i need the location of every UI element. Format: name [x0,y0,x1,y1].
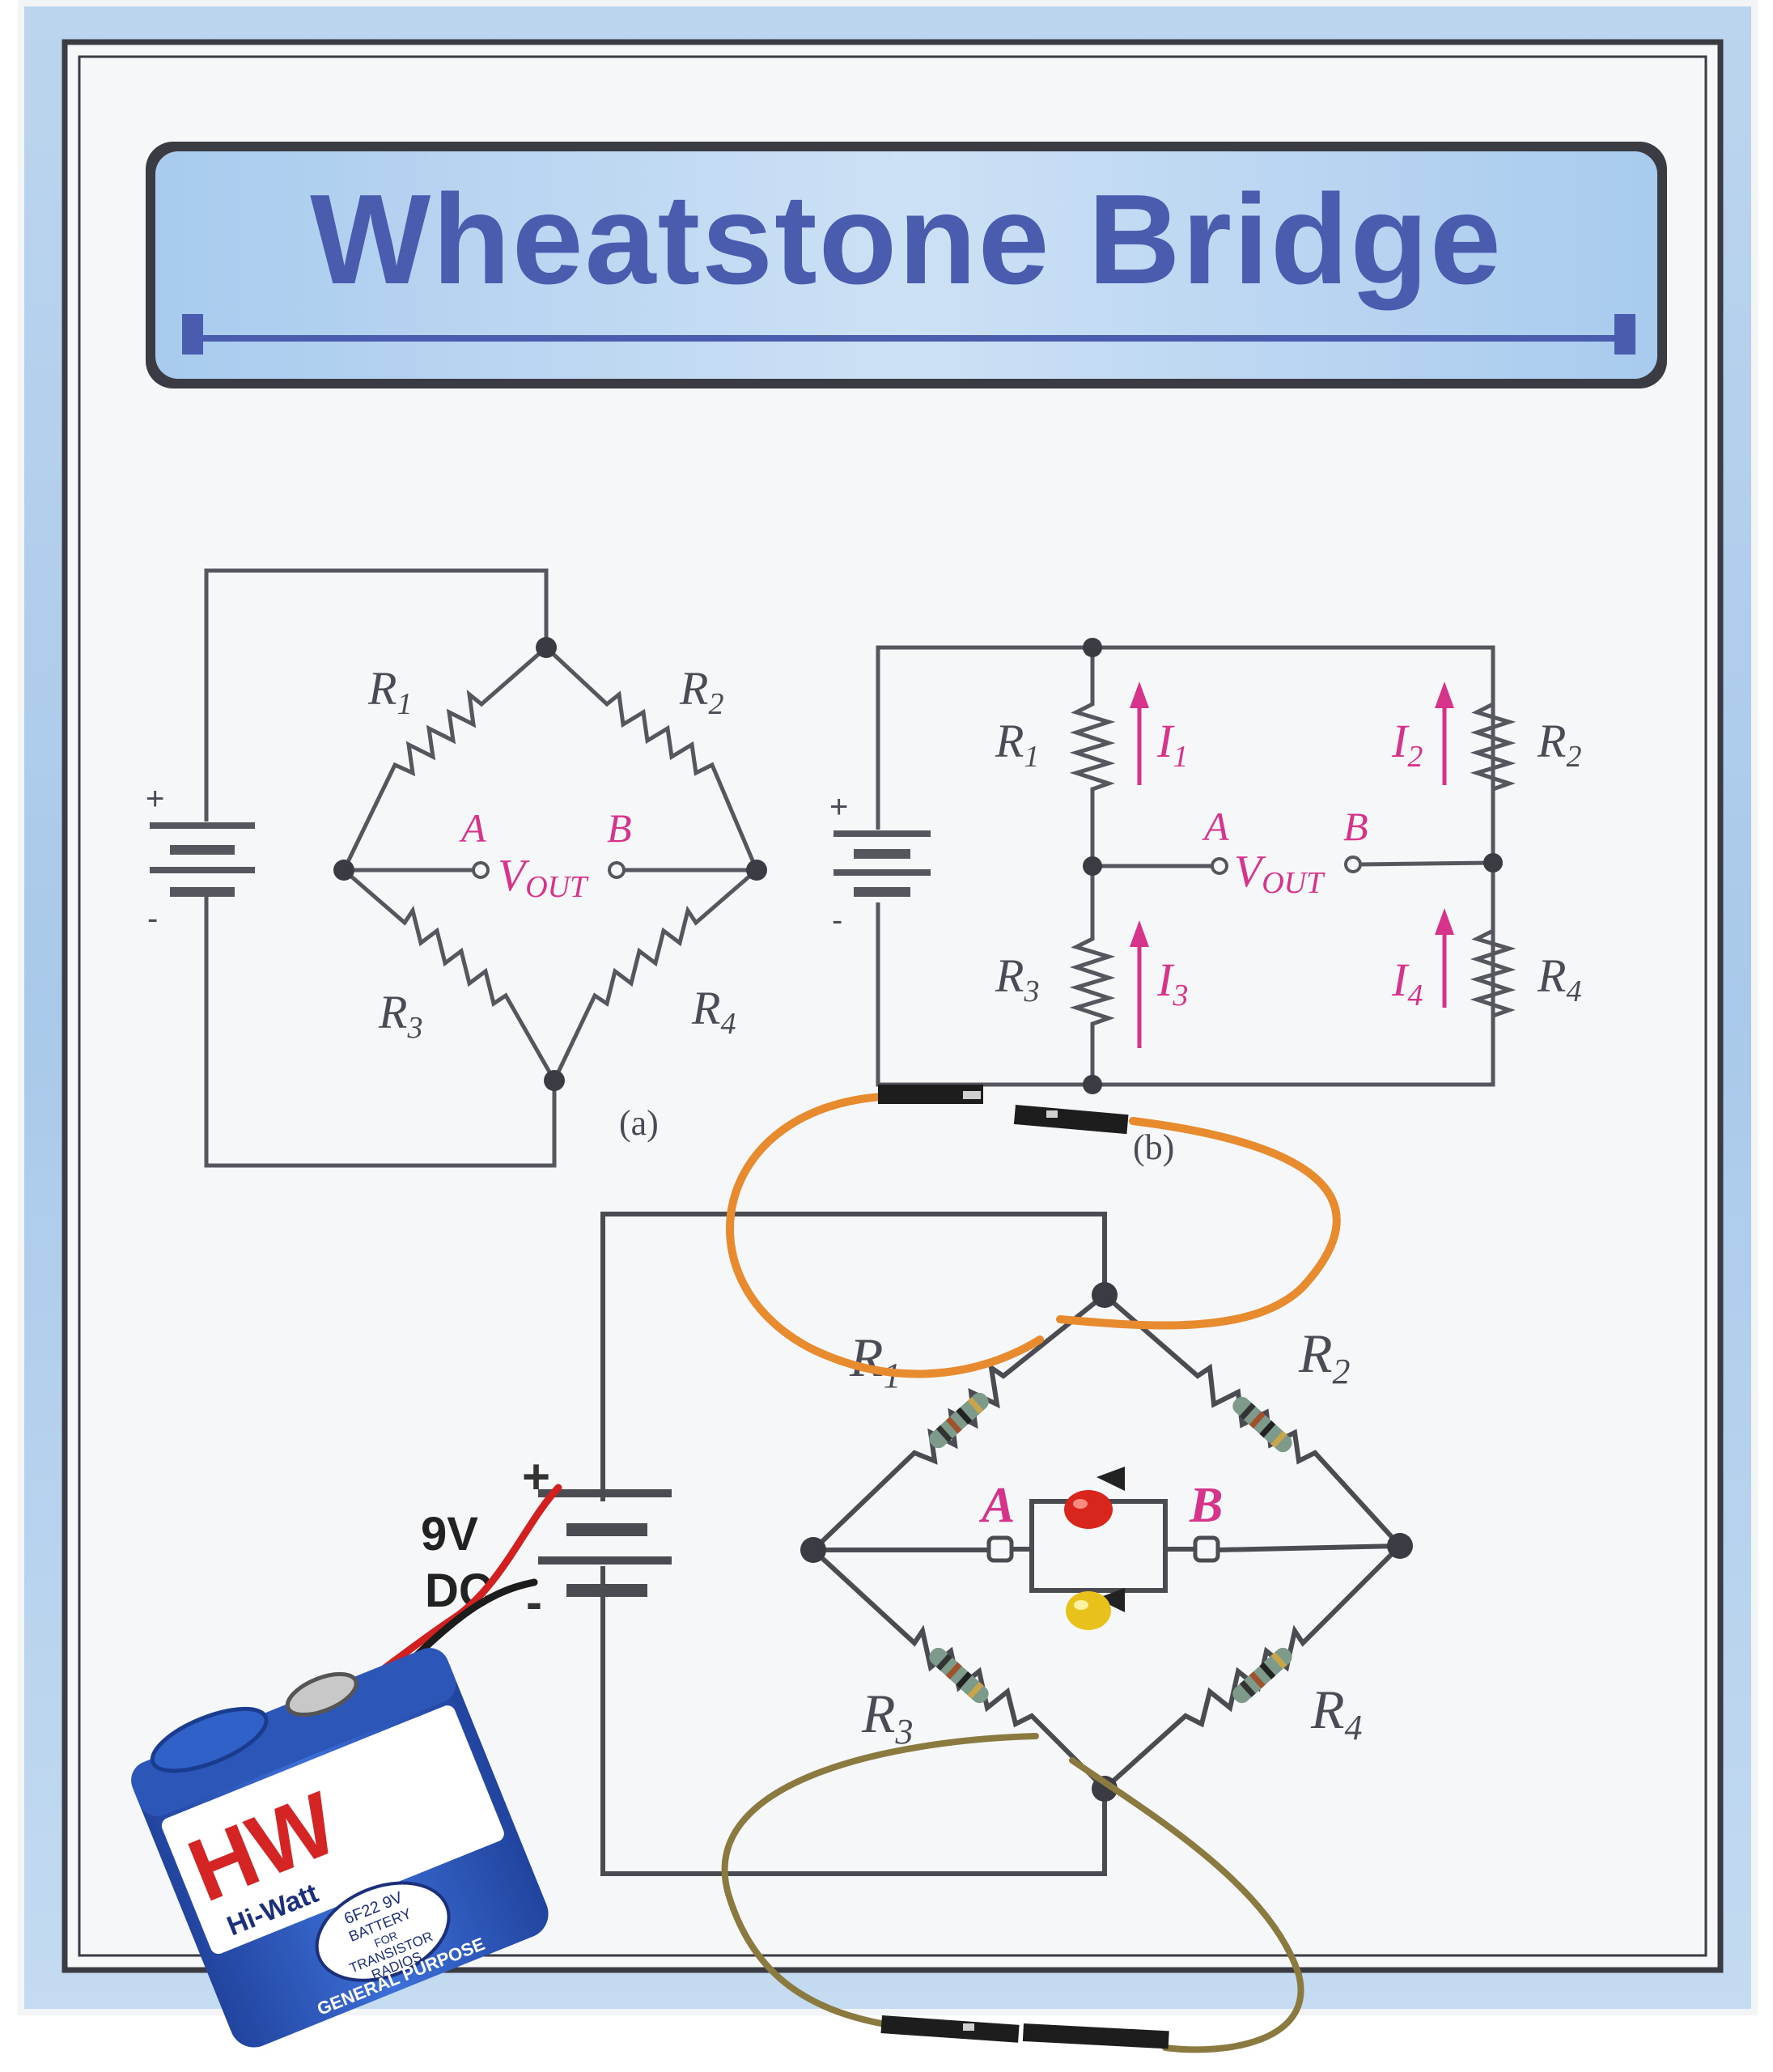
r2-label-model: R [1298,1323,1333,1384]
i4-label: I [1391,953,1410,1006]
node-a-label-model: A [978,1478,1015,1533]
r4-label-b: R [1537,949,1566,1002]
model-nodes [800,1282,1413,1802]
r4-label-model: R [1310,1679,1345,1740]
i3-label: I [1156,953,1175,1006]
caption-a: (a) [619,1103,659,1143]
diagram-b-nodes [1083,638,1503,1094]
resistor-r3-b [1069,866,1116,1085]
resistor-r2-a [545,646,759,871]
svg-text:R2: R2 [679,662,723,721]
svg-text:R2: R2 [1537,715,1581,774]
poster-title: Wheatstone Bridge [310,168,1503,311]
svg-text:I3: I3 [1156,953,1188,1013]
orange-jumper-wire [726,1085,1341,1378]
model-labels: + - 9V DC R1 R2 R3 R4 A B [421,1323,1363,1751]
svg-text:R4: R4 [1310,1679,1363,1747]
svg-text:VOUT: VOUT [498,851,589,904]
caption-b: (b) [1133,1127,1174,1167]
resistor-r2-b [1470,648,1516,862]
diagram-b-labels: + - R1 R2 R3 R4 I1 I2 I3 I4 A B VOUT (b) [829,715,1581,1167]
svg-text:R3: R3 [378,986,422,1045]
svg-text:I2: I2 [1391,715,1423,774]
resistor-r4-a [552,868,758,1082]
yellow-led [1066,1591,1111,1630]
svg-text:R4: R4 [691,982,736,1041]
voltage-label-9v: 9V [421,1508,478,1560]
svg-text:R3: R3 [861,1683,914,1751]
model-plus: + [522,1450,550,1504]
svg-text:R1: R1 [995,715,1039,774]
node-b-label-model: B [1189,1478,1223,1533]
r1-label-model: R [849,1327,884,1388]
model-minus: - [526,1575,542,1629]
diagram-a-minus: - [147,901,158,936]
svg-text:R2: R2 [1298,1323,1351,1391]
r2-label-a: R [679,662,708,715]
svg-text:VOUT: VOUT [1234,847,1326,900]
vout-label-b: V [1234,847,1266,897]
olive-jumper-wire [721,1733,1304,2053]
node-a-label-a: A [459,805,486,851]
diagram-b-plus: + [829,789,848,825]
r3-label-model: R [861,1683,896,1744]
svg-text:R3: R3 [995,949,1039,1008]
diagram-a-plus: + [146,781,164,817]
vout-label-a: V [498,851,530,901]
real-resistors [929,1392,1292,1704]
node-b-label-a: B [607,805,632,851]
node-a-label-b: A [1202,804,1229,849]
diagram-a-labels: + - R1 R2 R3 R4 A B VOUT (a) [146,662,736,1143]
r3-label-b: R [995,949,1024,1002]
svg-text:R1: R1 [849,1327,901,1395]
node-b-label-b: B [1343,804,1368,849]
resistor-r4-b [1470,862,1516,1085]
red-led [1064,1490,1113,1529]
i1-label: I [1156,715,1175,767]
r4-label-a: R [691,982,720,1034]
r1-label-a: R [367,662,397,715]
resistor-r1-a [341,646,548,872]
r3-label-a: R [378,986,407,1038]
resistor-r3-a [342,868,557,1082]
r1-label-b: R [995,715,1024,767]
r2-label-b: R [1537,715,1566,767]
resistor-r1-b [1069,648,1116,866]
svg-text:R4: R4 [1537,949,1581,1008]
circuit-diagram-a [150,568,759,1168]
diagram-b-current-arrows [1130,681,1454,1048]
svg-text:R1: R1 [367,662,412,721]
svg-text:I1: I1 [1156,715,1188,774]
diagram-b-minus: - [832,902,842,938]
led-pair [1064,1467,1125,1630]
i2-label: I [1391,715,1410,767]
svg-text:I4: I4 [1391,953,1423,1013]
diagram-a-nodes [333,637,767,1091]
title-banner: Wheatstone Bridge [146,142,1667,388]
